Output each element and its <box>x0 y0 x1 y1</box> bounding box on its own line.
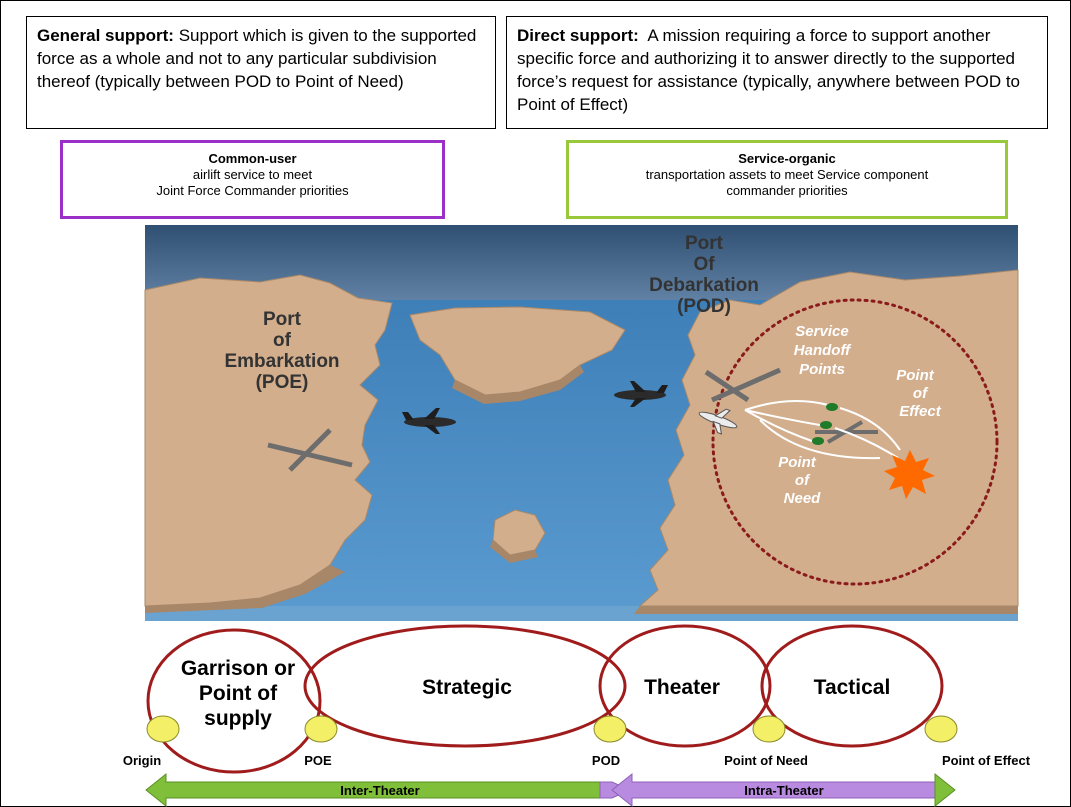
common-user-box: Common-user airlift service to meet Join… <box>60 140 445 219</box>
garrison-line3: supply <box>204 707 272 730</box>
handoff-line1: Service <box>795 323 848 340</box>
west-landmass-edge <box>145 565 345 613</box>
need-line1: Point <box>778 454 816 471</box>
common-user-line1: airlift service to meet <box>192 167 313 182</box>
strategic-ellipse <box>303 624 627 748</box>
node-markers <box>146 715 958 743</box>
need-line2: of <box>795 472 811 489</box>
theater-label: Theater <box>644 676 720 699</box>
garrison-ellipse <box>146 628 322 774</box>
common-user-line2: Joint Force Commander priorities <box>156 183 349 198</box>
pod-node-label: POD <box>592 753 620 768</box>
strategic-label: Strategic <box>422 676 512 699</box>
poe-node <box>304 715 338 743</box>
east-landmass-edge <box>634 606 1018 614</box>
origin-node <box>146 715 180 743</box>
pod-label-line3: Debarkation <box>649 275 759 296</box>
need-node-label: Point of Need <box>724 753 808 768</box>
direct-support-text: A mission requiring a force to support a… <box>517 26 1020 114</box>
common-user-title: Common-user <box>208 151 297 166</box>
general-support-text: Support which is given to the supported … <box>37 26 477 91</box>
burst-icon <box>884 450 935 499</box>
runway-icon <box>267 428 353 472</box>
effect-line3: Effect <box>899 403 941 420</box>
direct-support-zone <box>711 298 999 586</box>
need-label: Point of Need <box>778 454 821 507</box>
garrison-label: Garrison or Point of supply <box>181 657 295 730</box>
poe-label-line2: of <box>273 330 292 351</box>
garrison-line2: Point of <box>199 682 278 705</box>
direct-support-term: Direct support: <box>517 26 639 45</box>
handoff-line3: Points <box>799 361 845 378</box>
effect-label: Point of Effect <box>896 367 941 420</box>
need-node <box>752 715 786 743</box>
pod-label-line1: Port <box>685 233 724 254</box>
handoff-line2: Handoff <box>794 342 852 359</box>
service-organic-title: Service-organic <box>738 151 836 166</box>
small-islet-edge <box>490 540 538 563</box>
pod-label-line4: (POD) <box>677 296 731 317</box>
general-support-box: General support: Support which is given … <box>26 16 496 129</box>
origin-node-label: Origin <box>123 753 161 768</box>
poe-node-label: POE <box>304 753 332 768</box>
tactical-label: Tactical <box>814 676 891 699</box>
runway-icon <box>704 367 782 403</box>
airplane-icon <box>698 408 738 435</box>
theater-ellipse <box>598 624 772 748</box>
central-island-edge <box>452 365 584 404</box>
handoff-label: Service Handoff Points <box>794 323 852 378</box>
service-organic-line2: commander priorities <box>726 183 848 198</box>
handoff-arrows <box>744 400 901 460</box>
airplane-icon <box>614 381 668 407</box>
poe-map-label: Port of Embarkation (POE) <box>224 309 339 393</box>
inter-theater-label: Inter-Theater <box>340 783 419 798</box>
service-organic-box: Service-organic transportation assets to… <box>566 140 1008 219</box>
tactical-ellipse <box>760 624 944 748</box>
intra-theater-label: Intra-Theater <box>744 783 823 798</box>
east-landmass <box>638 269 1019 607</box>
garrison-line1: Garrison or <box>181 657 295 680</box>
poe-label-line1: Port <box>263 309 302 330</box>
pod-label-line2: Of <box>693 254 715 275</box>
poe-label-line3: Embarkation <box>224 351 339 372</box>
poe-label-line4: (POE) <box>256 372 309 393</box>
need-line3: Need <box>784 490 822 507</box>
airplane-icon <box>402 408 456 434</box>
pod-node <box>593 715 627 743</box>
direct-support-box: Direct support: A mission requiring a fo… <box>506 16 1048 129</box>
intra-theater-arrowhead <box>934 772 956 807</box>
effect-node <box>924 715 958 743</box>
handoff-point-icon <box>812 403 838 445</box>
node-labels: Origin POE POD Point of Need Point of Ef… <box>123 753 1031 768</box>
general-support-term: General support: <box>37 26 174 45</box>
pod-map-label: Port Of Debarkation (POD) <box>649 233 759 317</box>
effect-node-label: Point of Effect <box>942 753 1031 768</box>
effect-line2: of <box>913 385 929 402</box>
effect-line1: Point <box>896 367 934 384</box>
small-islet <box>492 509 546 556</box>
service-organic-line1: transportation assets to meet Service co… <box>645 167 929 182</box>
